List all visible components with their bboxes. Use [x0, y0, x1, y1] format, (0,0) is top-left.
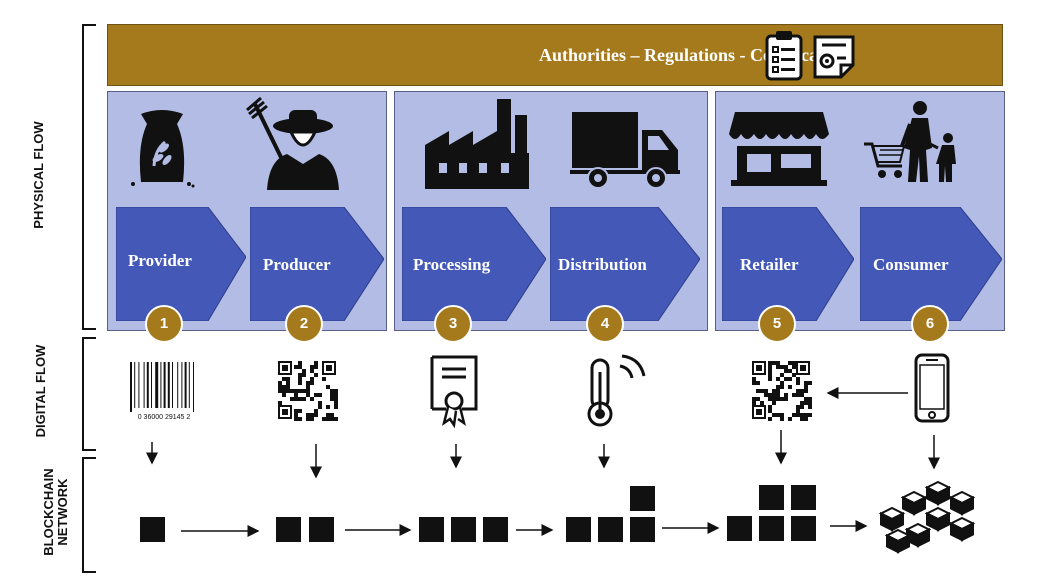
certificate-icon	[430, 355, 478, 429]
block	[483, 517, 508, 542]
stage-chevron-distribution	[550, 207, 700, 321]
barcode-digits: 0 36000 29145 2	[138, 414, 191, 421]
block	[276, 517, 301, 542]
stage-chevron-retailer	[722, 207, 854, 321]
farmer-icon	[246, 96, 339, 190]
thermometer-sensor-icon	[587, 354, 646, 427]
smartphone-icon	[914, 353, 950, 423]
block	[598, 517, 623, 542]
block	[759, 516, 784, 541]
stage-chevron-producer	[250, 207, 384, 321]
stage-label-producer: Producer	[263, 255, 331, 274]
stage-number-5: 5	[758, 305, 796, 343]
physical-flow-bracket	[82, 24, 96, 330]
block	[759, 485, 784, 510]
block	[451, 517, 476, 542]
block	[791, 516, 816, 541]
block	[419, 517, 444, 542]
stage-chevron-provider	[116, 207, 246, 321]
stage-chevron-consumer	[860, 207, 1002, 321]
stage-chevron-processing	[402, 207, 546, 321]
stage-label-consumer: Consumer	[873, 255, 949, 274]
block	[791, 485, 816, 510]
stage-number-1: 1	[145, 305, 183, 343]
document-checklist-icon	[765, 31, 803, 81]
block	[566, 517, 591, 542]
qr-code-icon	[278, 361, 338, 421]
blockchain-cluster-icon	[878, 480, 976, 554]
blockchain-network-bracket	[82, 457, 96, 573]
qr-code-icon-retailer	[752, 361, 812, 421]
digital-flow-bracket	[82, 337, 96, 451]
stage-number-3: 3	[434, 305, 472, 343]
barcode-icon: 0 36000 29145 2	[130, 362, 194, 421]
block	[309, 517, 334, 542]
truck-icon	[570, 112, 680, 189]
seed-bag-icon	[131, 110, 195, 188]
stage-number-2: 2	[285, 305, 323, 343]
block	[140, 517, 165, 542]
shopper-cart-icon	[864, 101, 956, 182]
factory-icon	[425, 99, 529, 189]
stage-label-provider: Provider	[128, 251, 192, 270]
block	[630, 517, 655, 542]
stage-label-retailer: Retailer	[740, 255, 799, 274]
stage-label-distribution: Distribution	[558, 255, 647, 274]
stage-number-4: 4	[586, 305, 624, 343]
certificate-document-icon	[813, 35, 855, 79]
stage-number-6: 6	[911, 305, 949, 343]
block	[630, 486, 655, 511]
block	[727, 516, 752, 541]
store-icon	[729, 112, 829, 186]
stage-label-processing: Processing	[413, 255, 491, 274]
